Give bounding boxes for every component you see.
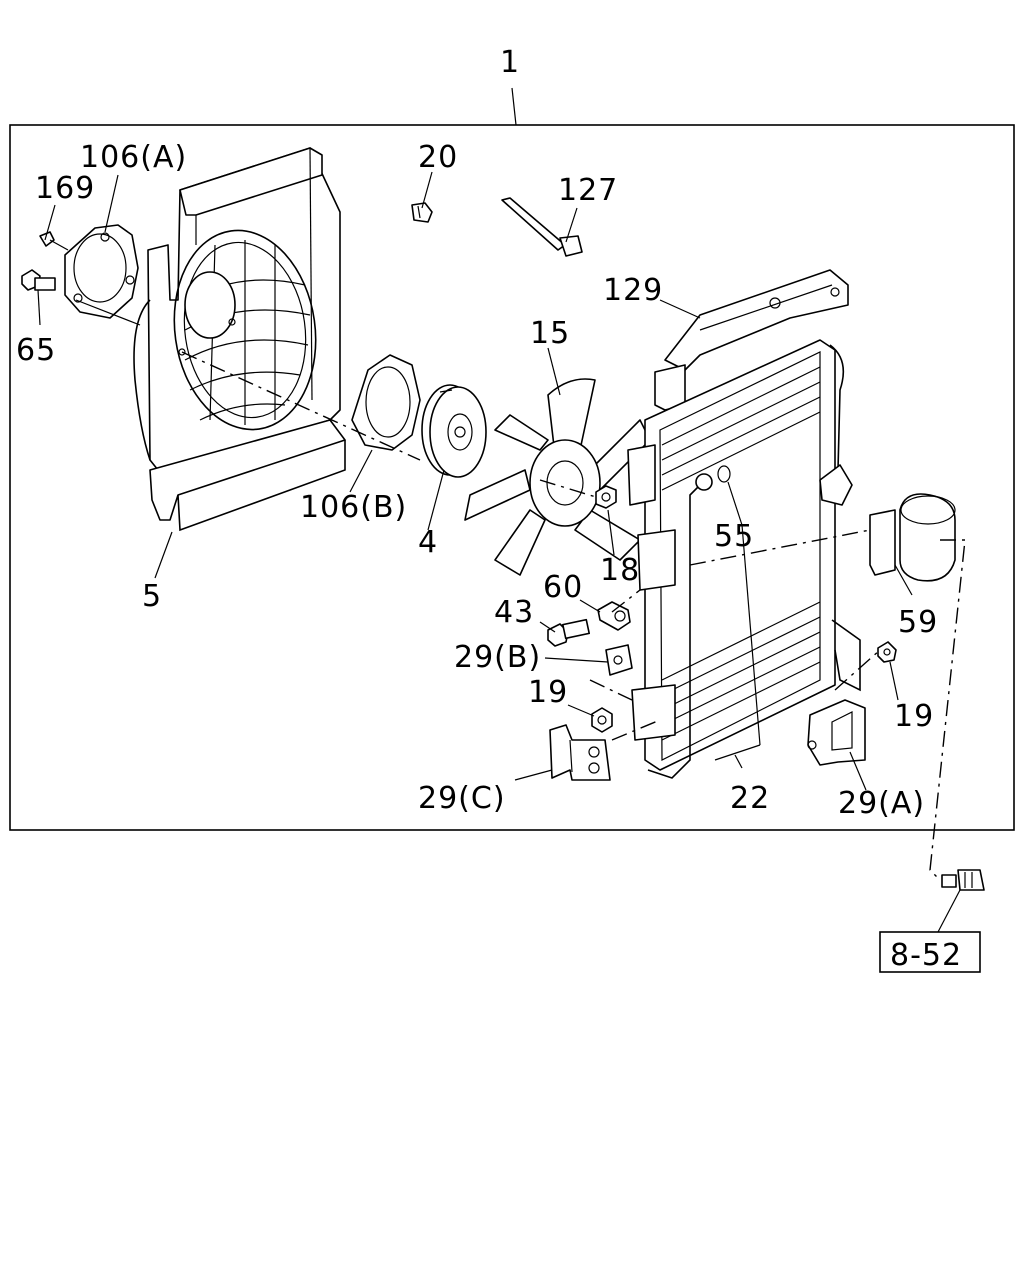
callout-29c: 29(C) <box>418 781 506 816</box>
nut-18 <box>595 485 617 509</box>
bolt-43 <box>547 618 590 647</box>
harness-connector <box>941 869 985 891</box>
upper-bracket-129 <box>654 269 849 411</box>
fan-shroud <box>133 147 346 532</box>
callout-4: 4 <box>418 525 438 560</box>
screw-169 <box>39 231 69 251</box>
nut-19-right <box>877 641 897 663</box>
reference-label: 8-52 <box>890 938 962 973</box>
reference-box[interactable]: 8-52 <box>879 931 981 973</box>
receiver-drier <box>869 493 956 582</box>
callout-106a: 106(A) <box>80 140 187 175</box>
callout-106b: 106(B) <box>300 490 407 525</box>
o-ring-55 <box>717 465 731 483</box>
cable-tie-127 <box>501 197 583 257</box>
bracket-60 <box>597 601 631 631</box>
callout-19-right: 19 <box>894 699 934 734</box>
callout-5: 5 <box>142 579 162 614</box>
motor-bracket-b <box>351 354 421 451</box>
callout-59: 59 <box>898 605 938 640</box>
callout-29b: 29(B) <box>454 640 541 675</box>
nut-19-left <box>591 707 613 733</box>
fan-motor <box>421 384 487 478</box>
callout-18: 18 <box>600 553 640 588</box>
callout-169: 169 <box>35 171 95 206</box>
callout-129: 129 <box>603 273 663 308</box>
callout-19-left: 19 <box>528 675 568 710</box>
assembly-lines <box>181 351 966 881</box>
condenser <box>627 339 861 779</box>
callout-15: 15 <box>530 316 570 351</box>
callout-65: 65 <box>16 333 56 368</box>
callout-55: 55 <box>714 519 754 554</box>
callout-60: 60 <box>543 570 583 605</box>
cooling-fan <box>464 378 651 576</box>
callout-127: 127 <box>558 173 618 208</box>
bracket-29c <box>549 724 611 781</box>
bracket-29b <box>605 644 633 676</box>
callout-29a: 29(A) <box>838 786 925 821</box>
assembly-frame <box>9 87 1015 831</box>
callout-20: 20 <box>418 140 458 175</box>
callout-labels: 1 106(A) 169 65 20 127 129 15 106(B) 4 5… <box>16 45 938 821</box>
leader-lines <box>37 171 961 933</box>
motor-bracket-a <box>64 224 139 319</box>
bracket-29a <box>807 699 866 766</box>
callout-22: 22 <box>730 781 770 816</box>
callout-43: 43 <box>494 595 534 630</box>
callout-assembly-1: 1 <box>500 45 520 80</box>
bolt-65 <box>21 269 56 291</box>
